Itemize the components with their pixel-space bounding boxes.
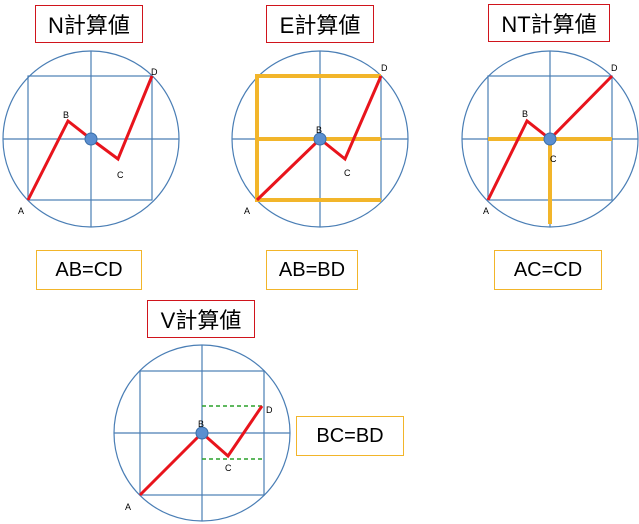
panel-e-title: E計算値 — [266, 5, 374, 43]
panel-e-label-a: A — [244, 206, 250, 216]
panel-nt-center-node — [543, 132, 557, 146]
panel-n-label-b: B — [63, 110, 69, 120]
panel-n-label-a: A — [18, 206, 24, 216]
panel-v-label-d: D — [266, 405, 273, 415]
panel-v-diagram: A B C D — [113, 344, 291, 522]
panel-n-label-c: C — [117, 170, 124, 180]
panel-v-label-b: B — [198, 419, 204, 429]
panel-n-diagram: A B C D — [2, 50, 180, 228]
panel-nt-label-a: A — [483, 206, 489, 216]
panel-n-formula: AB=CD — [36, 250, 142, 290]
panel-v-price-line — [138, 405, 264, 497]
panel-nt-label-c: C — [550, 154, 557, 164]
panel-e-label-b: B — [316, 125, 322, 135]
panel-v-label-c: C — [225, 463, 232, 473]
panel-e-center-node — [313, 132, 327, 146]
panel-e-price-line — [255, 75, 383, 202]
panel-nt-label-b: B — [522, 109, 528, 119]
panel-e-label-c: C — [344, 168, 351, 178]
panel-e-formula: AB=BD — [266, 250, 358, 290]
panel-v-title: V計算値 — [147, 300, 255, 338]
panel-nt-title: NT計算値 — [488, 4, 610, 42]
panel-nt-diagram: A B C D — [461, 50, 639, 228]
panel-nt-label-d: D — [611, 63, 618, 73]
panel-n-center-node — [84, 132, 98, 146]
panel-e-label-d: D — [381, 63, 388, 73]
panel-n-label-d: D — [151, 67, 158, 77]
panel-v-label-a: A — [125, 502, 131, 512]
panel-n-title: N計算値 — [35, 5, 143, 43]
panel-e-diagram: A B C D — [231, 50, 409, 228]
panel-nt-formula: AC=CD — [494, 250, 602, 290]
panel-v-center-node — [195, 426, 209, 440]
panel-v-formula: BC=BD — [296, 416, 404, 456]
panel-n-square — [27, 75, 153, 201]
panel-nt-price-line — [486, 74, 614, 201]
